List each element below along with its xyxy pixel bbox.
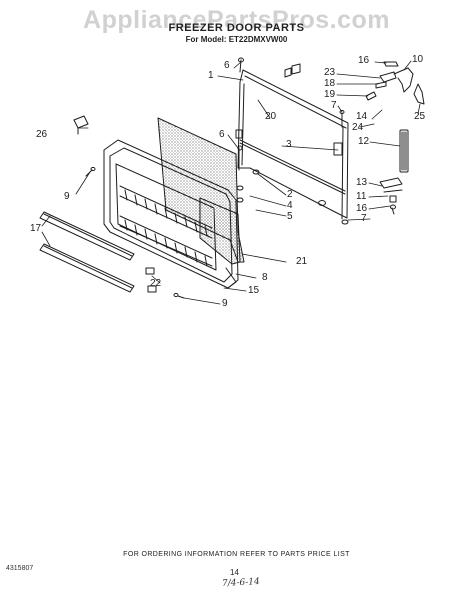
leader-lines: [41, 60, 421, 305]
callout-10: 10: [412, 54, 424, 65]
callout-5: 5: [287, 211, 293, 222]
site-watermark: AppliancePartsPros.com: [83, 6, 390, 34]
callout-9a: 9: [64, 191, 70, 202]
callout-17: 17: [30, 223, 42, 234]
bottom-fasteners: [85, 166, 237, 299]
bracket-26: [73, 115, 89, 135]
callout-9b: 9: [222, 298, 228, 309]
callout-13: 13: [356, 177, 368, 188]
callout-25: 25: [414, 111, 426, 122]
callout-6b: 6: [219, 129, 225, 140]
gasket-strip: [399, 129, 409, 173]
callout-24: 24: [352, 122, 364, 133]
callout-7a: 7: [331, 100, 337, 111]
callout-21: 21: [296, 256, 308, 267]
page-number: 14: [230, 568, 239, 577]
upper-hinge-hardware: [284, 61, 425, 105]
callout-23: 23: [324, 67, 336, 78]
callout-1: 1: [208, 70, 214, 81]
inner-door-liner: [103, 139, 239, 289]
frame-fasteners: [236, 57, 349, 225]
callout-8: 8: [262, 272, 268, 283]
lower-hinge-hardware: [379, 177, 403, 215]
diagram-title: FREEZER DOOR PARTS: [168, 22, 305, 34]
callout-11: 11: [356, 191, 367, 202]
callout-6a: 6: [224, 60, 230, 71]
document-part-number: 4315807: [6, 565, 34, 572]
model-line: For Model: ET22DMXVW00: [185, 35, 288, 44]
callout-18: 18: [324, 78, 336, 89]
door-frame-panel: [235, 69, 349, 220]
callout-19: 19: [324, 89, 336, 100]
shelf-trim-bars: [39, 211, 157, 293]
callout-26: 26: [36, 129, 48, 140]
handwritten-note: 7/4-6-14: [221, 577, 260, 589]
callout-22: 22: [150, 278, 162, 289]
callout-3: 3: [286, 139, 292, 150]
callout-20: 20: [265, 111, 277, 122]
ordering-note: FOR ORDERING INFORMATION REFER TO PARTS …: [123, 551, 350, 558]
callout-14: 14: [356, 111, 368, 122]
callout-2: 2: [287, 189, 293, 200]
callout-7b: 7: [361, 213, 367, 224]
callout-16b: 16: [356, 203, 368, 214]
callout-16a: 16: [358, 55, 370, 66]
callout-12: 12: [358, 136, 370, 147]
callout-15: 15: [248, 285, 260, 296]
callout-4: 4: [287, 200, 293, 211]
